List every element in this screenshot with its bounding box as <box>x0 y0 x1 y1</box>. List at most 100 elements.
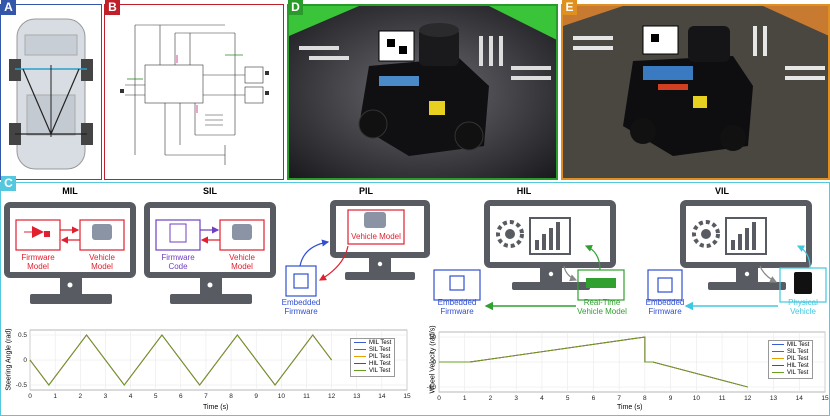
chart2-xtick-label: 9 <box>669 395 673 402</box>
chart2-xlabel: Time (s) <box>617 404 643 411</box>
panel-b <box>104 4 284 180</box>
chart1-legend-entry: PIL Test <box>354 354 391 361</box>
chart1-xtick-label: 9 <box>254 393 258 400</box>
chart1-legend-swatch <box>354 369 366 371</box>
chart2-legend-label: HIL Test <box>787 363 809 369</box>
pil-firmware-label: Embedded Firmware <box>281 298 321 316</box>
chart1-legend-entry: HIL Test <box>354 361 391 368</box>
chart1-xtick-label: 14 <box>378 393 386 400</box>
chart1-ytick-label: 0.5 <box>18 332 27 339</box>
chart2-legend-label: VIL Test <box>787 370 809 376</box>
chart2-ylabel: Wheel Velocity (rad/s) <box>429 325 437 394</box>
chart2-ytick-label: -10 <box>427 384 437 391</box>
chart1-xlabel: Time (s) <box>203 404 229 411</box>
chart1-xtick-label: 6 <box>179 393 183 400</box>
panel-a-tag: A <box>1 0 16 15</box>
chart1-xtick-label: 4 <box>129 393 133 400</box>
chart2-legend-label: SIL Test <box>787 349 809 355</box>
panel-a <box>0 4 102 180</box>
chart2-ytick-label: 0 <box>432 359 436 366</box>
xil-workflow-diagram <box>4 200 827 311</box>
chart1-xtick-label: 8 <box>229 393 233 400</box>
simulated-robot-render <box>289 6 556 178</box>
chart1-xtick-label: 1 <box>53 393 57 400</box>
vil-firmware-label: Embedded Firmware <box>645 298 685 316</box>
chart1-legend-label: HIL Test <box>369 361 391 367</box>
chart1-xtick-label: 13 <box>353 393 361 400</box>
chart1-series-vil-test <box>29 334 332 386</box>
chart1-legend-swatch <box>354 348 366 350</box>
chart2-xtick-label: 4 <box>540 395 544 402</box>
chart2-legend-label: MIL Test <box>787 342 810 348</box>
panel-e <box>561 4 830 180</box>
mil-vehicle-label: Vehicle Model <box>89 253 115 271</box>
mil-firmware-label: Firmware Model <box>21 253 55 271</box>
chart2-xtick-label: 6 <box>592 395 596 402</box>
panel-b-tag: B <box>105 0 120 15</box>
chart2-legend-label: PIL Test <box>787 356 809 362</box>
pil-title: PIL <box>358 186 373 196</box>
chart2-xtick-label: 14 <box>796 395 804 402</box>
chart1-xtick-label: 12 <box>328 393 336 400</box>
chart2-legend-entry: MIL Test <box>772 342 809 349</box>
vil-vehicle-label: Physical Vehicle <box>788 298 818 316</box>
chart2-legend-swatch <box>772 364 784 366</box>
chart2-legend-swatch <box>772 343 784 345</box>
chassis-top-view <box>9 18 93 170</box>
chart1-xtick-label: 7 <box>204 393 208 400</box>
sil-title: SIL <box>202 186 217 196</box>
chart2-legend-entry: SIL Test <box>772 349 809 356</box>
chart1-legend-entry: VIL Test <box>354 368 391 375</box>
chart2-xtick-label: 2 <box>489 395 493 402</box>
chart1-ytick-label: 0 <box>23 357 27 364</box>
chart2-xtick-label: 8 <box>643 395 647 402</box>
chart2-xtick-label: 10 <box>693 395 701 402</box>
vil-title: VIL <box>714 186 729 196</box>
chart1-legend-label: SIL Test <box>369 347 391 353</box>
mil-title: MIL <box>62 186 78 196</box>
panel-d-tag: D <box>288 0 303 15</box>
pil-vehicle-label: Vehicle Model <box>351 232 401 241</box>
hil-firmware-label: Embedded Firmware <box>437 298 477 316</box>
pil-monitor <box>285 200 430 297</box>
chart1-legend-entry: SIL Test <box>354 347 391 354</box>
chart1-legend-label: MIL Test <box>369 340 392 346</box>
chart2-legend-swatch <box>772 371 784 373</box>
chart2-xtick-label: 11 <box>719 395 726 402</box>
chart1-xtick-label: 2 <box>78 393 82 400</box>
chart2-xtick-label: 0 <box>437 395 441 402</box>
panel-c-tag: C <box>1 176 16 191</box>
panel-d <box>287 4 558 180</box>
chart2-series-vil-test <box>439 336 748 388</box>
hil-monitor <box>433 200 625 311</box>
chart2-legend-entry: VIL Test <box>772 370 809 377</box>
chart1-ylabel: Steering Angle (rad) <box>5 328 13 391</box>
chart1-legend-label: PIL Test <box>369 354 391 360</box>
hil-vehicle-label: Real-Time Vehicle Model <box>577 298 627 316</box>
vil-monitor <box>647 200 827 311</box>
chart1-legend-label: VIL Test <box>369 368 391 374</box>
chart2-xtick-label: 13 <box>770 395 778 402</box>
chart2-legend-entry: PIL Test <box>772 356 809 363</box>
chart2-xtick-label: 3 <box>514 395 518 402</box>
chart1-xtick-label: 10 <box>278 393 286 400</box>
chart1-xtick-label: 11 <box>303 393 310 400</box>
chart2-legend-entry: HIL Test <box>772 363 809 370</box>
chart2-legend-swatch <box>772 357 784 359</box>
panel-e-tag: E <box>562 0 577 15</box>
chart1-xtick-label: 15 <box>403 393 411 400</box>
sil-monitor <box>144 202 276 304</box>
hil-title: HIL <box>516 186 532 196</box>
chart2-xtick-label: 1 <box>463 395 467 402</box>
chart2-ytick-label: 10 <box>429 334 437 341</box>
chart1-legend-swatch <box>354 355 366 357</box>
chart2-xtick-label: 15 <box>821 395 829 402</box>
chart1-legend-swatch <box>354 362 366 364</box>
physical-robot-photo <box>563 6 828 178</box>
chart1-xtick-label: 5 <box>154 393 158 400</box>
chart1-xtick-label: 0 <box>28 393 32 400</box>
sil-firmware-label: Firmware Code <box>161 253 195 271</box>
